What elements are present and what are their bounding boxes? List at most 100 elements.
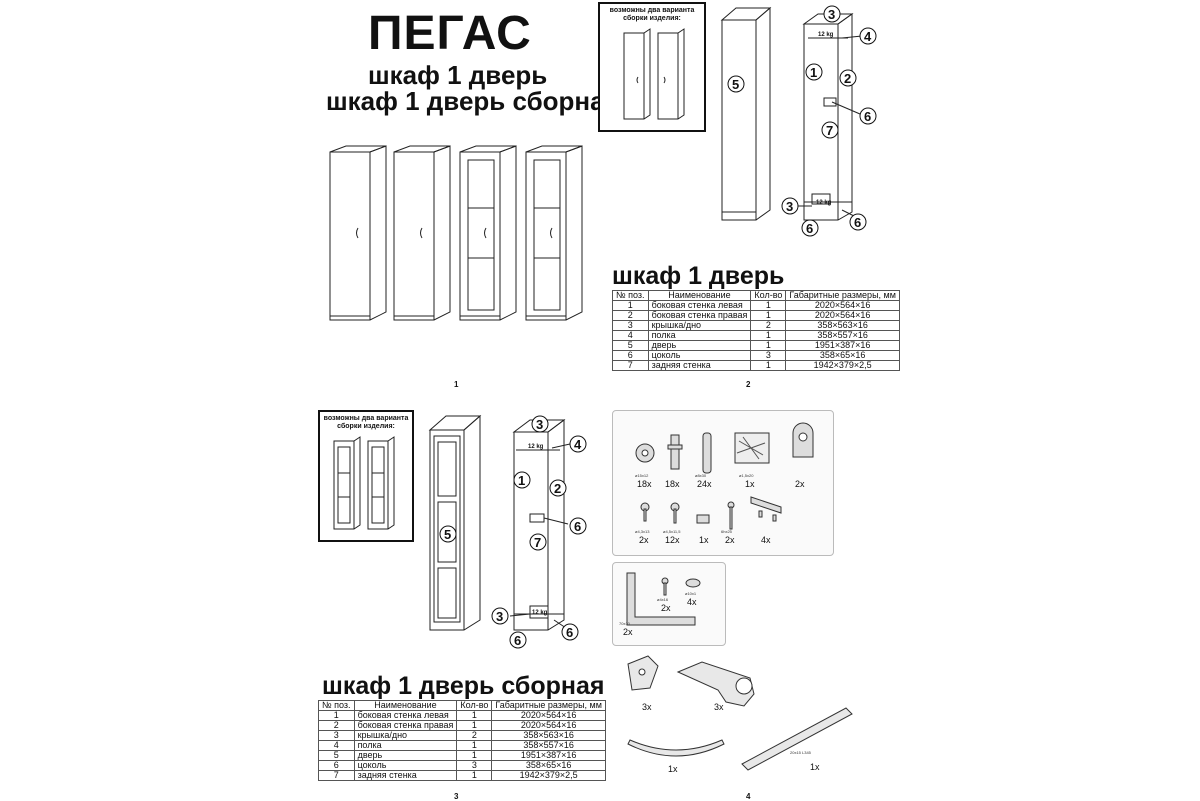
cell-pos: 2 — [318, 720, 355, 731]
cell-pos: 4 — [318, 740, 355, 751]
hardware-icons: ø15x12 ø8x30 ø1,5x20 ø4,3x13 ø4,5x11,5 6… — [635, 422, 814, 545]
assembly-variants-callout-bottom: возможны два варианта сборки изделия: — [318, 410, 414, 542]
cell-qty: 1 — [456, 770, 493, 781]
cell-pos: 7 — [318, 770, 355, 781]
table-top-title: шкаф 1 дверь — [612, 262, 785, 290]
cell-pos: 6 — [318, 760, 355, 771]
cell-dims: 358×557×16 — [491, 740, 606, 751]
foot-pad-icon — [750, 496, 782, 522]
cell-qty: 3 — [456, 760, 493, 771]
cam-lock-icon — [635, 443, 655, 463]
page-number-4: 4 — [746, 792, 751, 801]
svg-text:3: 3 — [786, 199, 793, 214]
svg-text:2x: 2x — [623, 627, 633, 637]
exploded-view-solid-door: 5 3 4 1 2 6 7 3 6 6 12 kg 12 kg — [720, 5, 877, 237]
svg-text:ø10x1: ø10x1 — [685, 591, 697, 596]
wardrobe-variants-illustration — [329, 145, 583, 321]
cell-name: дверь — [353, 750, 458, 761]
svg-text:1: 1 — [810, 65, 817, 80]
cell-name: боковая стенка левая — [647, 300, 752, 311]
svg-text:6hx25: 6hx25 — [721, 529, 733, 534]
svg-text:12 kg: 12 kg — [532, 610, 548, 616]
svg-text:6: 6 — [514, 633, 521, 648]
cell-dims: 358×563×16 — [785, 320, 900, 331]
svg-text:2x: 2x — [639, 535, 649, 545]
handle-and-rod-illustration: 20x15 L345 1x 1x — [627, 707, 853, 774]
cell-qty: 1 — [456, 720, 493, 731]
cell-name: дверь — [647, 340, 752, 351]
shelf-support-icon — [696, 514, 710, 524]
table-header-row: № поз. Наименование Кол-во Габаритные ра… — [612, 290, 900, 301]
parts-table-top: № поз. Наименование Кол-во Габаритные ра… — [612, 290, 900, 371]
svg-text:70x10: 70x10 — [619, 621, 631, 626]
svg-text:ø15x12: ø15x12 — [635, 473, 649, 478]
cell-name: цоколь — [647, 350, 752, 361]
col-header: Наименование — [353, 700, 458, 711]
svg-text:1x: 1x — [810, 762, 820, 772]
svg-text:6: 6 — [864, 109, 871, 124]
svg-text:4: 4 — [864, 29, 872, 44]
svg-text:2: 2 — [844, 71, 851, 86]
exploded-view-framed-door: 5 3 4 1 2 6 7 3 6 6 12 kg 12 kg — [428, 414, 587, 649]
cell-name: задняя стенка — [647, 360, 752, 371]
svg-text:3x: 3x — [714, 702, 724, 712]
cell-pos: 5 — [612, 340, 649, 351]
svg-text:3: 3 — [536, 417, 543, 432]
callout-wardrobes-framed — [333, 436, 395, 530]
table-bottom-title: шкаф 1 дверь сборная — [322, 672, 605, 700]
cell-dims: 2020×564×16 — [491, 720, 606, 731]
svg-text:ø8x30: ø8x30 — [695, 473, 707, 478]
col-header: Кол-во — [456, 700, 493, 711]
nails-pack-icon — [734, 432, 770, 464]
col-header: Кол-во — [750, 290, 787, 301]
svg-text:3x: 3x — [642, 702, 652, 712]
bracket-bag: 70x10 ø4x16 ø10x1 2x 2x 4x — [612, 562, 726, 646]
cell-name: крышка/дно — [647, 320, 752, 331]
svg-text:1x: 1x — [745, 479, 755, 489]
assembly-variants-callout-top: возможны два варианта сборки изделия: — [598, 2, 706, 132]
svg-text:2: 2 — [554, 481, 561, 496]
callout-wardrobes-plain — [623, 28, 685, 120]
svg-text:ø1,5x20: ø1,5x20 — [739, 473, 754, 478]
cell-name: крышка/дно — [353, 730, 458, 741]
rod-holder-icon — [792, 422, 814, 458]
svg-text:12 kg: 12 kg — [816, 200, 832, 206]
svg-text:18x: 18x — [665, 479, 680, 489]
cell-name: боковая стенка правая — [647, 310, 752, 321]
svg-text:12x: 12x — [665, 535, 680, 545]
cell-dims: 358×563×16 — [491, 730, 606, 741]
cell-name: полка — [353, 740, 458, 751]
page-number-1: 1 — [454, 380, 459, 389]
svg-text:3: 3 — [828, 7, 835, 22]
hanging-rod-icon — [741, 707, 853, 771]
bracket-icons: 70x10 ø4x16 ø10x1 2x 2x 4x — [619, 572, 701, 637]
label-5: 5 — [732, 77, 739, 92]
svg-text:20x15 L345: 20x15 L345 — [790, 750, 812, 755]
cell-dims: 1951×387×16 — [785, 340, 900, 351]
cell-name: задняя стенка — [353, 770, 458, 781]
wood-dowel-icon — [702, 432, 712, 474]
hinges-illustration: 3x 3x — [627, 655, 755, 712]
svg-text:1x: 1x — [668, 764, 678, 774]
cell-dims: 358×65×16 — [491, 760, 606, 771]
svg-text:6: 6 — [806, 221, 813, 236]
cell-qty: 3 — [750, 350, 787, 361]
svg-text:18x: 18x — [637, 479, 652, 489]
svg-text:4x: 4x — [687, 597, 697, 607]
cell-dims: 2020×564×16 — [785, 310, 900, 321]
svg-text:2x: 2x — [661, 603, 671, 613]
col-header: Габаритные размеры, мм — [785, 290, 900, 301]
table-header-row: № поз. Наименование Кол-во Габаритные ра… — [318, 700, 606, 711]
col-header: № поз. — [612, 290, 649, 301]
svg-text:2x: 2x — [725, 535, 735, 545]
product-subtitle-1: шкаф 1 дверь — [368, 60, 548, 90]
col-header: Наименование — [647, 290, 752, 301]
cell-pos: 7 — [612, 360, 649, 371]
